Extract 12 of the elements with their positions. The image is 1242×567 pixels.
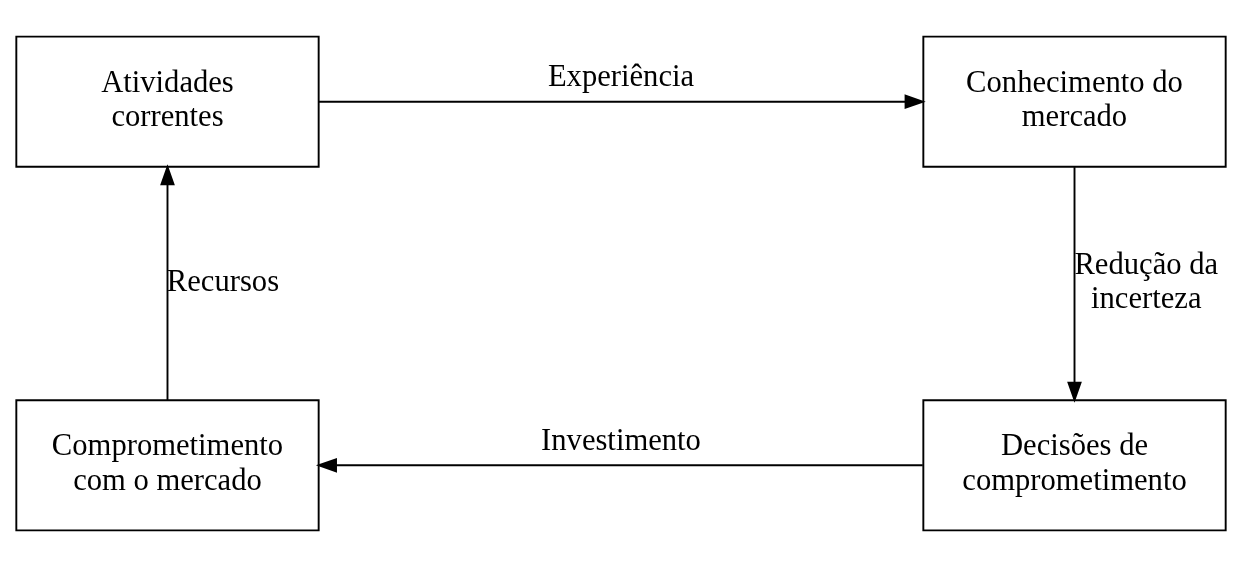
arrow bbox=[317, 94, 926, 110]
arrow bbox=[315, 457, 924, 473]
edge-label: Recursos bbox=[166, 263, 280, 298]
node-box: Comprometimento com o mercado bbox=[15, 399, 320, 532]
node-box: Conhecimento do mercado bbox=[922, 35, 1227, 168]
arrow bbox=[1067, 166, 1082, 403]
node-box: Atividades correntes bbox=[15, 35, 320, 168]
arrow bbox=[160, 164, 175, 401]
edge-label: Redução da incerteza bbox=[1074, 246, 1219, 315]
edge-label: Experiência bbox=[547, 59, 695, 94]
edge-label: Investimento bbox=[541, 422, 701, 457]
node-box: Decisões de comprometimento bbox=[922, 399, 1227, 532]
